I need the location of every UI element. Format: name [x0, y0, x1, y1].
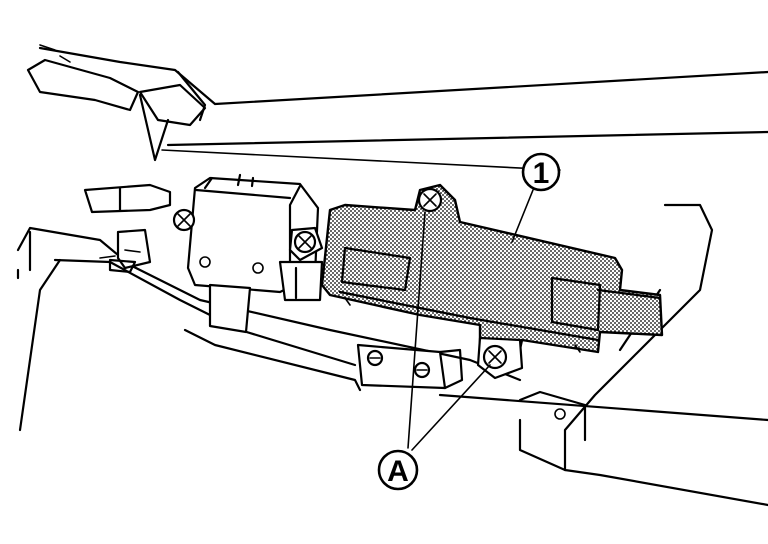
sensor-hole-icon	[252, 262, 264, 274]
sensor-bolt-left	[172, 208, 196, 232]
harness-connector	[83, 183, 172, 274]
screw-a-lower	[476, 336, 524, 380]
sensor-hole-icon	[199, 256, 211, 268]
sensor-bracket	[278, 260, 324, 302]
lower-left-frame	[16, 226, 522, 432]
callout-part-1: 1	[521, 152, 561, 192]
callout-screw-a: A	[377, 449, 419, 491]
trim-clip	[26, 44, 207, 162]
callout-screw-a-label: A	[387, 455, 409, 488]
control-module	[320, 183, 664, 362]
callout-part-1-label: 1	[533, 157, 550, 190]
sensor-bolt-right	[288, 226, 324, 262]
lower-bracket	[356, 343, 464, 390]
leader-lines	[407, 189, 534, 451]
upper-trim-panel	[38, 46, 768, 171]
screw-a-upper	[417, 187, 443, 213]
housing-hole-icon	[554, 408, 566, 420]
